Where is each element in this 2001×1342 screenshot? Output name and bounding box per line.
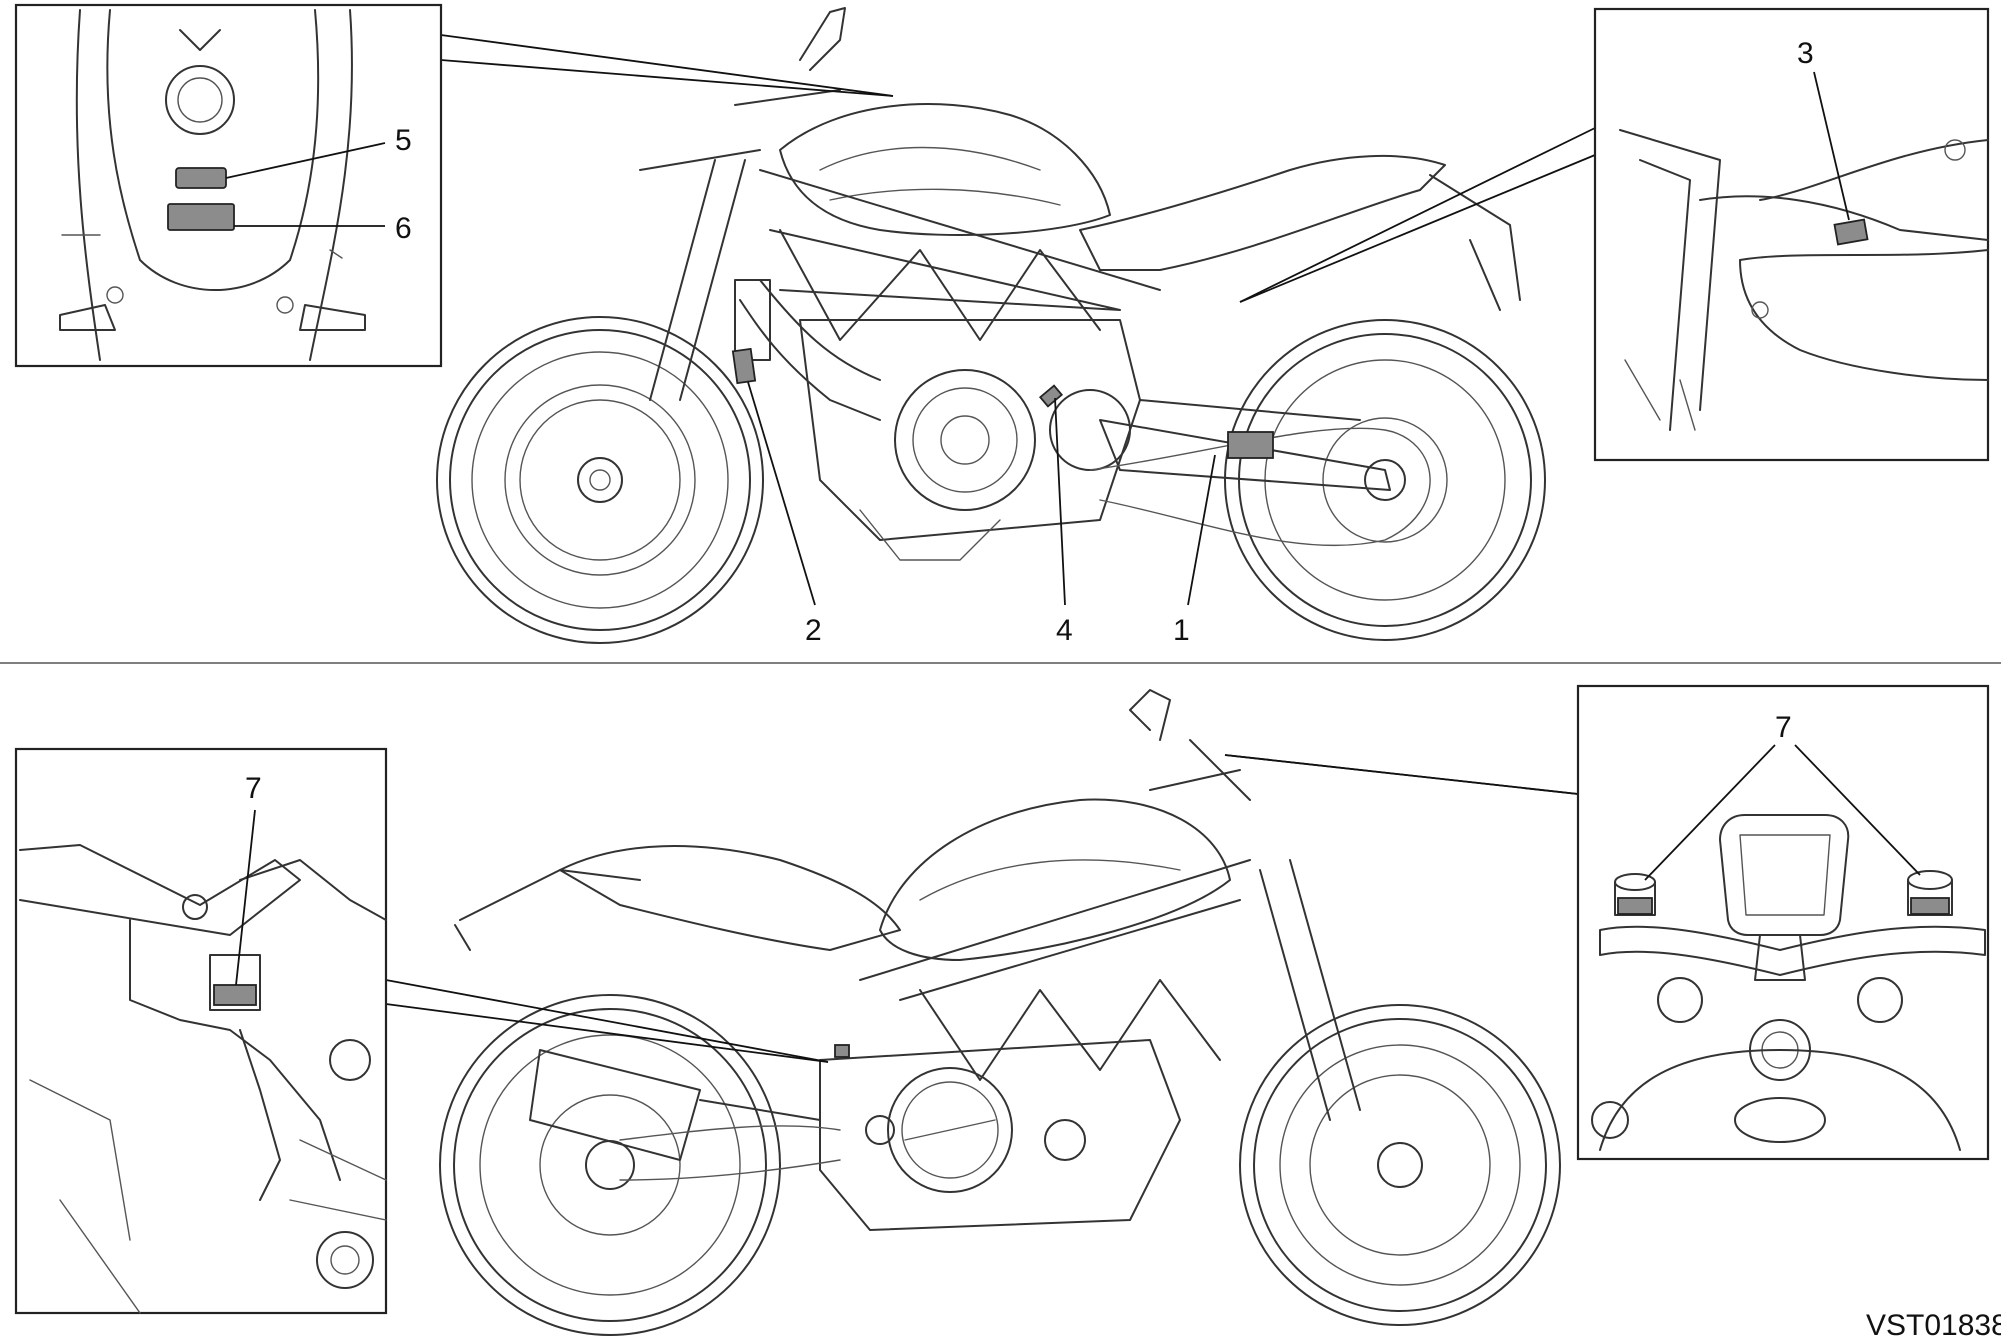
leader-5 <box>225 142 386 179</box>
inset-handlebar-reservoirs <box>1576 684 1990 1161</box>
front-wheel-bottom <box>1239 1004 1561 1326</box>
seat-top <box>1079 154 1446 271</box>
inset-rear-frame <box>1593 7 1990 462</box>
tail-bottom <box>454 869 641 951</box>
leader-2 <box>747 381 816 606</box>
leader-7-right-b <box>1794 744 1921 876</box>
leader-7-right-a <box>1644 744 1776 881</box>
inset-tank-top <box>14 3 443 368</box>
callout-7-right: 7 <box>1775 711 1792 744</box>
tail-top <box>1429 174 1521 311</box>
leader-4 <box>1054 397 1066 606</box>
leader-3 <box>1813 71 1850 221</box>
label-patch-1 <box>1227 431 1274 459</box>
label-patch-7-bottom <box>834 1044 850 1058</box>
handlebar-bottom <box>1129 689 1251 801</box>
front-wheel-top <box>436 316 764 644</box>
fuel-tank-top <box>779 103 1111 236</box>
inset-tl-pointer-lower <box>440 59 894 97</box>
label-patch-3 <box>1833 218 1869 246</box>
inset-br-pointer-lower <box>1224 754 1579 795</box>
fuel-tank-bottom <box>879 798 1231 961</box>
label-patch-7-left-reservoir <box>1617 897 1653 915</box>
front-fork-bottom <box>1259 859 1361 1121</box>
rear-wheel-top <box>1224 319 1546 641</box>
leader-1 <box>1187 454 1216 606</box>
engine-bottom <box>819 1039 1181 1231</box>
label-patch-4 <box>1038 384 1064 408</box>
trellis-frame-top <box>759 169 1161 341</box>
rear-wheel-bottom <box>439 994 781 1336</box>
inset-tl-pointer-upper <box>440 34 894 97</box>
label-patch-7-right-reservoir <box>1910 897 1950 915</box>
callout-3: 3 <box>1797 37 1814 70</box>
radiator-top <box>734 279 771 361</box>
callout-4: 4 <box>1056 614 1073 647</box>
callout-1: 1 <box>1173 614 1190 647</box>
inset-rear-reservoir <box>14 747 388 1315</box>
seat-bottom <box>559 845 901 951</box>
chain-bottom <box>619 1125 841 1181</box>
callout-2: 2 <box>805 614 822 647</box>
inset-tr-pointer-lower <box>1239 154 1596 303</box>
trellis-frame-bottom <box>859 859 1251 1081</box>
inset-tr-pointer-upper <box>1239 127 1596 303</box>
label-patch-6 <box>167 203 235 231</box>
label-patch-5 <box>175 167 227 189</box>
right-reservoir-cap <box>1907 870 1953 916</box>
left-reservoir-cap <box>1614 873 1656 916</box>
figure-code: VST01838 <box>1866 1309 2001 1342</box>
leader-7-left <box>235 809 256 986</box>
bottom-motorcycle-view <box>439 689 1561 1336</box>
callout-6: 6 <box>395 212 412 245</box>
label-patch-7-left <box>213 984 257 1006</box>
handlebar-top <box>734 7 846 106</box>
swingarm-top <box>1099 399 1391 491</box>
callout-5: 5 <box>395 124 412 157</box>
top-motorcycle-view <box>436 7 1546 644</box>
engine-top <box>799 319 1141 561</box>
inset-bl-pointer-lower <box>385 1003 829 1063</box>
inset-bl-pointer-upper <box>385 979 829 1063</box>
silencer-bottom <box>529 1049 821 1161</box>
callout-7-left: 7 <box>245 772 262 805</box>
exhaust-top <box>739 279 881 421</box>
label-patch-2 <box>731 347 757 385</box>
front-fork-top <box>639 149 761 401</box>
